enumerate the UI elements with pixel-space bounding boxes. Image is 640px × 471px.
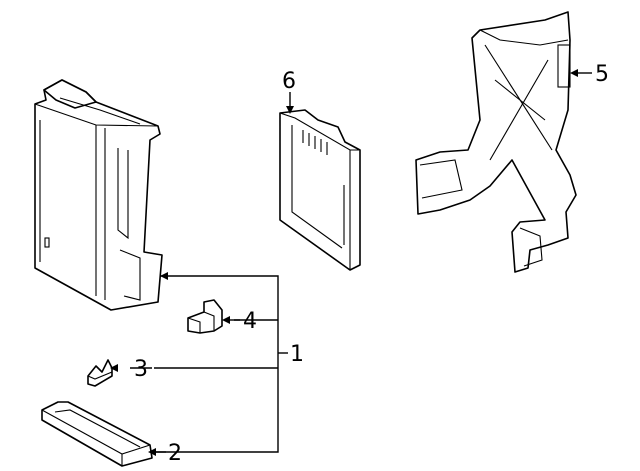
connector-clip-icon[interactable] <box>187 299 223 334</box>
relay-block-housing-icon[interactable] <box>34 79 163 311</box>
arrow-6 <box>286 106 294 114</box>
leader-line-1 <box>154 275 279 453</box>
arrow-2 <box>148 448 156 456</box>
callout-1: 1 <box>290 342 304 367</box>
callout-5: 5 <box>595 62 609 87</box>
small-clip-icon[interactable] <box>87 359 113 387</box>
arrow-1 <box>160 272 168 280</box>
control-module-icon[interactable] <box>279 109 361 271</box>
block-cover-tray-icon[interactable] <box>41 401 153 467</box>
callout-4: 4 <box>243 309 257 334</box>
arrow-3 <box>110 364 118 372</box>
callout-3: 3 <box>134 357 148 382</box>
callout-2: 2 <box>168 441 182 466</box>
arrow-5 <box>570 69 578 77</box>
mounting-bracket-icon[interactable] <box>415 11 577 273</box>
callout-6: 6 <box>282 69 296 94</box>
arrow-4 <box>222 316 230 324</box>
